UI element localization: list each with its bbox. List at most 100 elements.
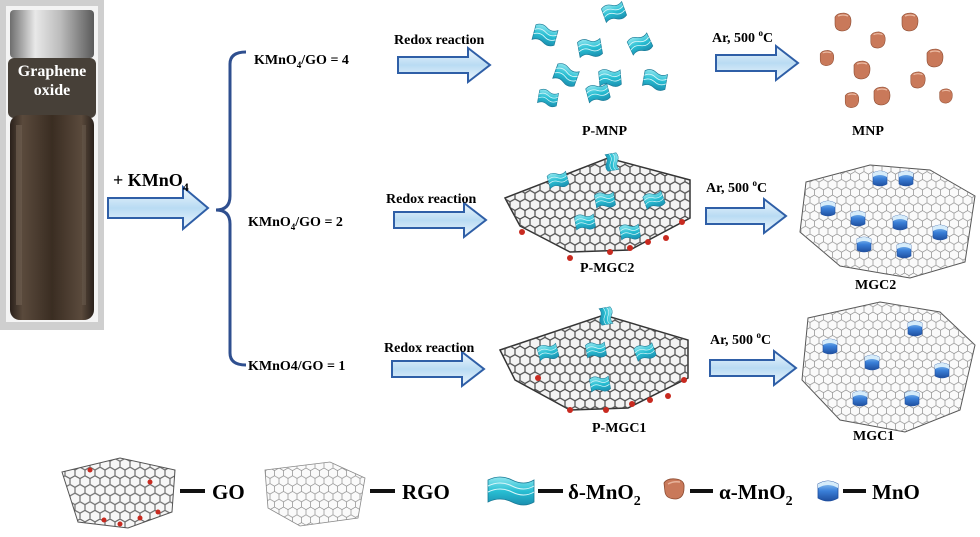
vial-label-line1: Graphene bbox=[17, 63, 87, 80]
oxygen-atom bbox=[665, 393, 671, 399]
mno-particle bbox=[932, 224, 948, 241]
delta-mno2-flake bbox=[546, 170, 570, 190]
p-mnp-illustration bbox=[531, 0, 668, 108]
graphene-oxide-vial bbox=[0, 0, 104, 330]
product-label-row2: MGC2 bbox=[855, 278, 896, 293]
oxygen-atom bbox=[567, 255, 573, 261]
delta-mno2-flake bbox=[601, 0, 627, 24]
oxygen-atom bbox=[679, 219, 685, 225]
oxygen-atom bbox=[647, 397, 653, 403]
oxygen-atom bbox=[607, 249, 613, 255]
alpha-mno2-particle bbox=[910, 71, 926, 89]
mgc2-illustration bbox=[799, 164, 976, 279]
mno-particle bbox=[872, 170, 888, 187]
intermediate-label-row1: P-MNP bbox=[582, 124, 628, 139]
redox-arrow-row2 bbox=[393, 200, 488, 240]
delta-mno2-flake bbox=[619, 223, 641, 241]
oxygen-atom bbox=[629, 401, 635, 407]
anneal-arrow-row3 bbox=[709, 348, 798, 388]
alpha-mno2-particle bbox=[834, 12, 852, 32]
intermediate-label-row2: P-MGC2 bbox=[580, 261, 634, 276]
branch-brace bbox=[215, 50, 247, 367]
delta-mno2-flake bbox=[537, 88, 559, 108]
alpha-mno2-particle bbox=[901, 12, 919, 32]
mno-particle bbox=[856, 236, 872, 253]
mno-particle bbox=[892, 214, 908, 231]
oxygen-atom bbox=[627, 245, 633, 251]
mno-particle bbox=[898, 170, 914, 187]
mgc1-illustration bbox=[801, 301, 976, 433]
mno-particle bbox=[864, 354, 880, 371]
alpha-mno2-particle bbox=[844, 92, 860, 108]
delta-mno2-flake bbox=[589, 375, 611, 393]
p-mgc2-illustration bbox=[503, 152, 691, 261]
delta-mno2-flake bbox=[585, 82, 611, 104]
product-label-row3: MGC1 bbox=[853, 429, 894, 444]
oxygen-atom bbox=[645, 239, 651, 245]
anneal-arrow-row1 bbox=[715, 43, 800, 83]
redox-label-row2: Redox reaction bbox=[386, 192, 477, 207]
alpha-mno2-particle bbox=[870, 31, 886, 49]
legend-delta-mno2-swatch bbox=[487, 476, 535, 506]
redox-arrow-row1 bbox=[397, 45, 492, 85]
delta-mno2-flake bbox=[585, 341, 607, 359]
ratio-label-row3: KMnO4/GO = 1 bbox=[248, 359, 345, 374]
alpha-mno2-particle bbox=[819, 50, 835, 66]
anneal-label-row3: Ar, 500 oC bbox=[710, 330, 771, 348]
anneal-label-row2: Ar, 500 oC bbox=[706, 178, 767, 196]
alpha-mno2-particle bbox=[853, 60, 871, 80]
legend-alpha-mno2-swatch bbox=[663, 478, 685, 500]
oxygen-atom bbox=[603, 407, 609, 413]
legend-mno-swatch bbox=[817, 480, 839, 502]
mno-particle bbox=[820, 200, 836, 217]
delta-mno2-flake bbox=[598, 306, 614, 326]
vial-liquid bbox=[10, 115, 94, 320]
oxygen-atom bbox=[663, 235, 669, 241]
delta-mno2-flake bbox=[574, 213, 596, 231]
legend-rgo-swatch bbox=[264, 461, 366, 527]
vial-label-line2: oxide bbox=[33, 82, 71, 99]
mnp-illustration bbox=[819, 12, 953, 108]
mno-particle bbox=[904, 390, 920, 407]
p-mgc1-illustration bbox=[498, 306, 689, 413]
legend-rgo-label: RGO bbox=[402, 480, 450, 504]
reagent-arrow bbox=[107, 184, 210, 232]
ratio-label-row1: KMnO4/GO = 4 bbox=[254, 53, 349, 70]
alpha-mno2-particle bbox=[939, 88, 953, 104]
anneal-arrow-row2 bbox=[705, 196, 788, 236]
alpha-mno2-particle bbox=[926, 48, 944, 68]
legend-go-label: GO bbox=[212, 480, 245, 504]
alpha-mno2-particle bbox=[873, 86, 891, 106]
mno-particle bbox=[896, 242, 912, 259]
intermediate-label-row3: P-MGC1 bbox=[592, 421, 646, 436]
delta-mno2-flake bbox=[598, 69, 622, 87]
delta-mno2-flake bbox=[531, 23, 559, 47]
vial-cap bbox=[10, 10, 94, 58]
redox-label-row3: Redox reaction bbox=[384, 341, 475, 356]
oxygen-atom bbox=[535, 375, 541, 381]
mno-particle bbox=[822, 338, 838, 355]
delta-mno2-flake bbox=[642, 69, 668, 91]
delta-mno2-flake bbox=[536, 342, 560, 362]
mno-particle bbox=[907, 320, 923, 337]
legend-mno-label: MnO bbox=[872, 480, 920, 504]
delta-mno2-flake bbox=[604, 152, 620, 172]
delta-mno2-flake bbox=[552, 63, 580, 87]
delta-mno2-flake bbox=[626, 32, 654, 56]
mno-particle bbox=[850, 210, 866, 227]
redox-arrow-row3 bbox=[391, 349, 486, 389]
oxygen-atom bbox=[567, 407, 573, 413]
legend-alpha-mno2-label: α-MnO2 bbox=[719, 480, 793, 509]
ratio-label-row2: KMnO4/GO = 2 bbox=[248, 215, 343, 232]
delta-mno2-flake bbox=[642, 190, 666, 210]
vial-label: Graphene oxide bbox=[0, 62, 104, 100]
mno-particle bbox=[934, 362, 950, 379]
oxygen-atom bbox=[681, 377, 687, 383]
delta-mno2-flake bbox=[594, 191, 616, 209]
product-label-row1: MNP bbox=[852, 124, 884, 139]
legend-delta-mno2-label: δ-MnO2 bbox=[568, 480, 641, 509]
oxygen-atom bbox=[519, 229, 525, 235]
redox-label-row1: Redox reaction bbox=[394, 33, 485, 48]
delta-mno2-flake bbox=[633, 342, 657, 362]
